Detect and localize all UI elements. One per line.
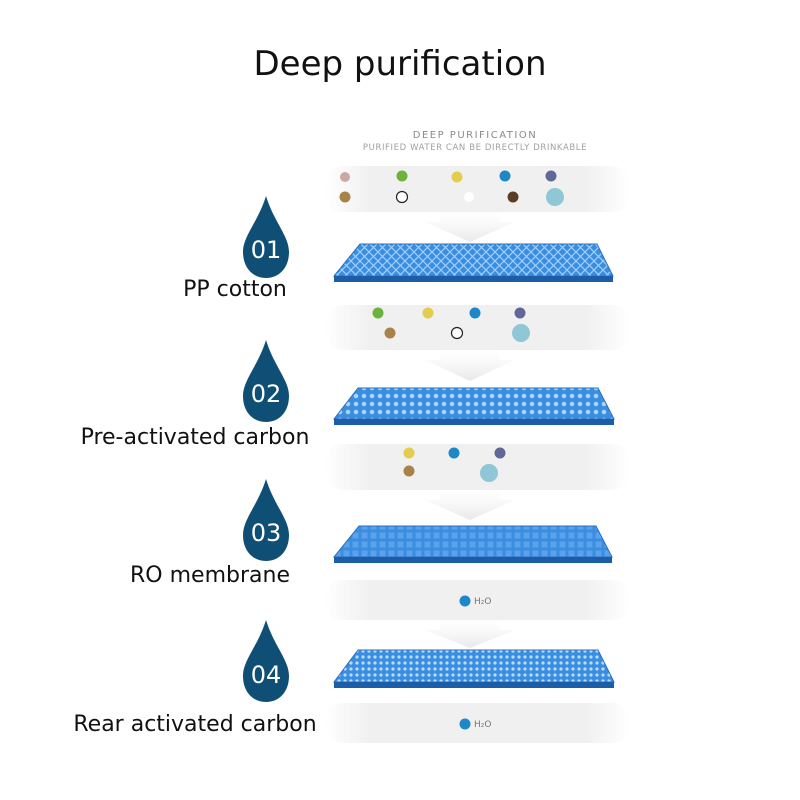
particle: [545, 170, 557, 182]
particle: [340, 172, 350, 182]
particle: [499, 170, 511, 182]
water-particle-label: H₂O: [474, 720, 491, 730]
particle-band-1: [325, 166, 630, 242]
particle: [451, 171, 463, 183]
filter-layer-rear-activated-carbon: [333, 649, 615, 688]
stage-drop-01: 01: [243, 196, 289, 278]
water-particle: [459, 595, 471, 607]
stage-label-ro-membrane: RO membrane: [130, 563, 290, 588]
water-drop-icon: [243, 479, 289, 561]
particle-band-3: [325, 444, 630, 520]
filter-layer-pp-cotton: [332, 243, 614, 282]
particle: [514, 307, 526, 319]
water-drop-icon: [243, 196, 289, 278]
particle: [546, 188, 564, 206]
particle: [372, 307, 384, 319]
subtitle-caption: PURIFIED WATER CAN BE DIRECTLY DRINKABLE: [362, 143, 588, 153]
stage-number: 02: [251, 380, 282, 408]
stage-label-rear-activated-carbon: Rear activated carbon: [73, 712, 317, 737]
particle: [480, 464, 498, 482]
stage-number: 03: [251, 519, 282, 547]
flow-arrow: [425, 350, 515, 381]
particle: [396, 170, 408, 182]
particle: [507, 191, 519, 203]
water-drop-icon: [243, 340, 289, 422]
page-title: Deep purification: [253, 44, 547, 84]
particle-band-5: H₂O: [325, 703, 630, 743]
particle: [469, 307, 481, 319]
particle: [403, 465, 415, 477]
particle: [494, 447, 506, 459]
stage-label-pp-cotton: PP cotton: [183, 277, 287, 302]
water-particle: [459, 718, 471, 730]
stage-number: 01: [251, 236, 282, 264]
stage-drop-03: 03: [243, 479, 289, 561]
particle: [403, 447, 415, 459]
flow-arrow: [425, 212, 515, 242]
particle: [384, 327, 396, 339]
particle: [339, 191, 351, 203]
particle: [448, 447, 460, 459]
stage-drop-04: 04: [243, 620, 289, 702]
particle: [395, 190, 409, 204]
particle-band-4: H₂O: [325, 580, 630, 648]
particle: [422, 307, 434, 319]
water-drop-icon: [243, 620, 289, 702]
water-particle-label: H₂O: [474, 597, 491, 607]
particle: [464, 192, 474, 202]
flow-arrow: [425, 490, 515, 520]
stage-label-pre-activated-carbon: Pre-activated carbon: [80, 425, 310, 450]
flow-arrow: [425, 620, 515, 648]
particle: [512, 324, 530, 342]
subtitle-heading: DEEP PURIFICATION: [412, 130, 538, 141]
stage-number: 04: [251, 661, 282, 689]
stage-drop-02: 02: [243, 340, 289, 422]
particle-band-2: [325, 305, 630, 381]
filter-layer-ro-membrane: [332, 525, 613, 563]
filter-layer-pre-activated-carbon: [332, 387, 615, 425]
particle: [450, 326, 464, 340]
